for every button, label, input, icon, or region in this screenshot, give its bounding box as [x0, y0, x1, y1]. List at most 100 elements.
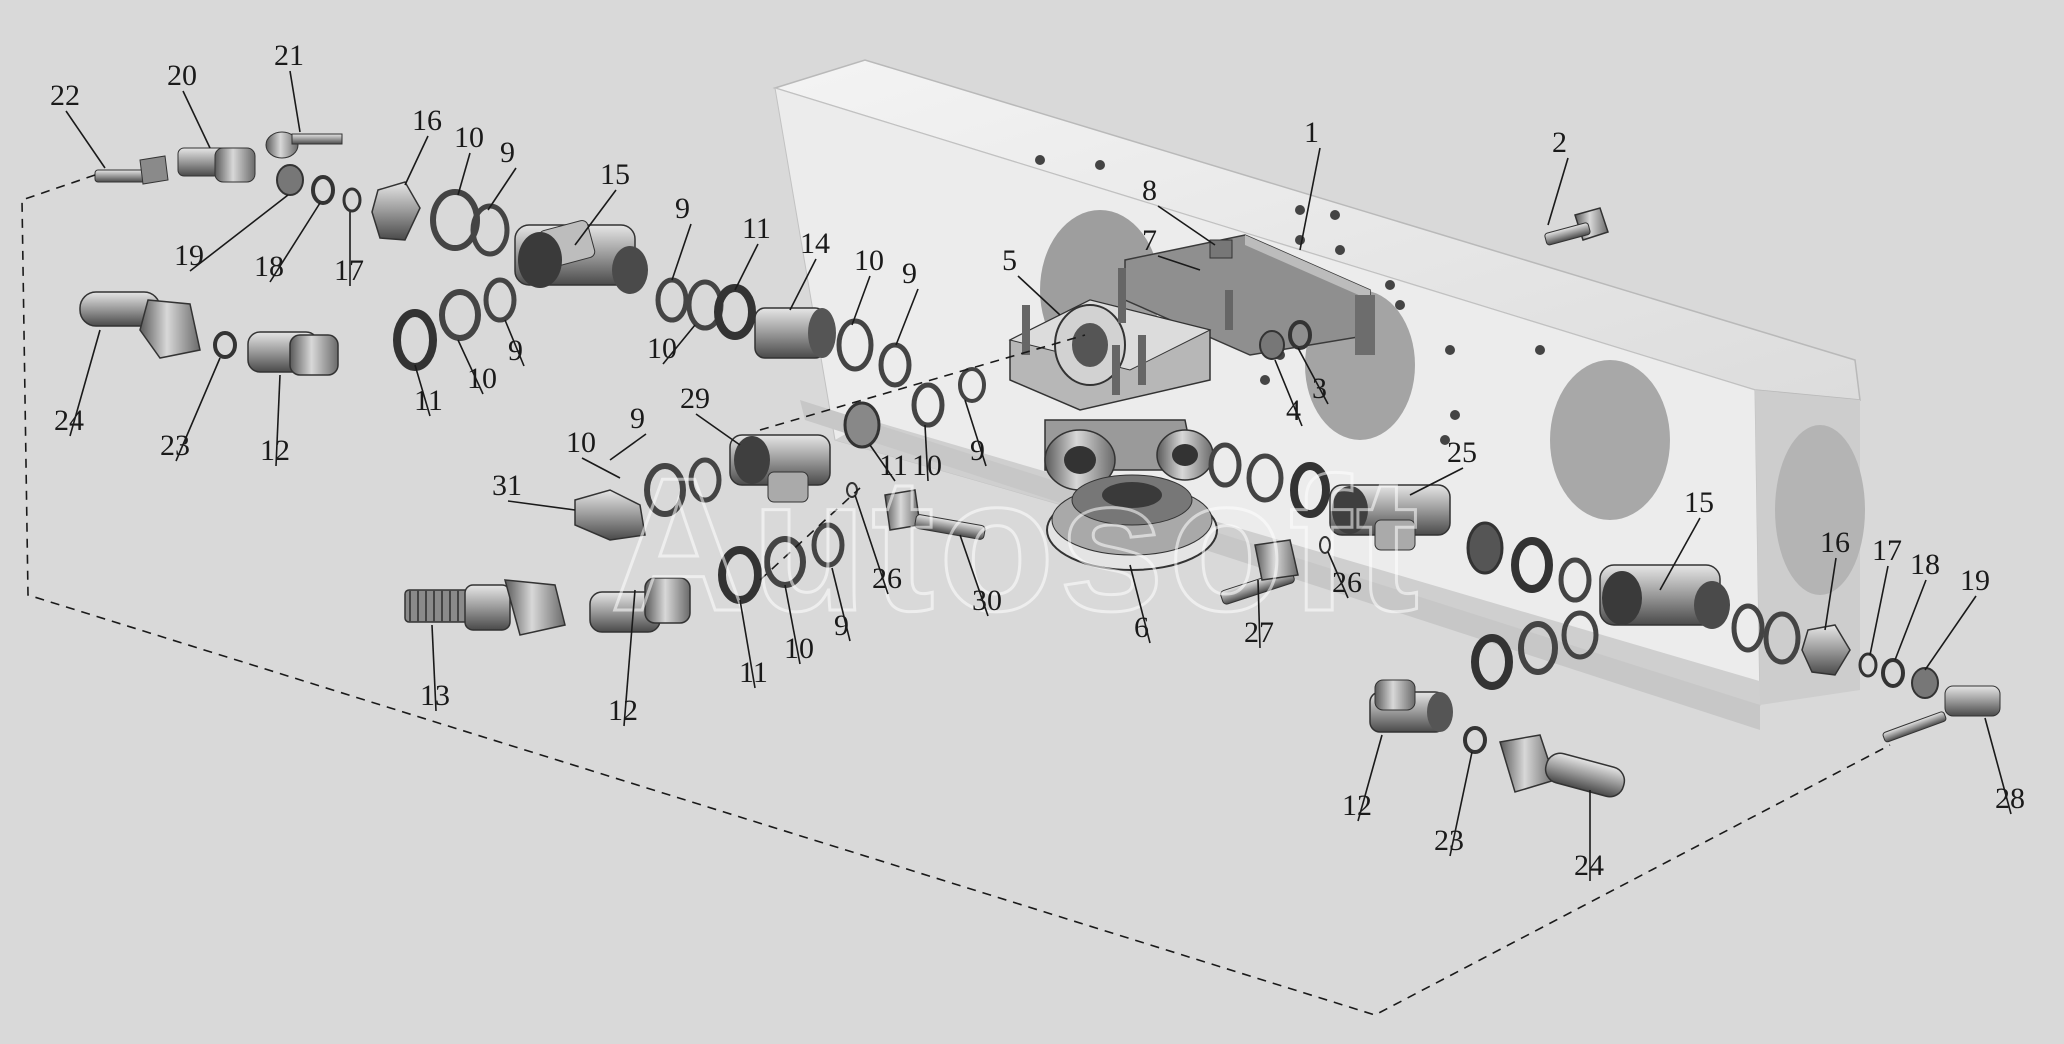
watermark-text: Autosoft — [610, 439, 1423, 651]
leader-line — [1327, 551, 1349, 599]
seal-part-9-b — [655, 277, 689, 323]
callout-11: 11 — [414, 384, 443, 417]
callout-10: 10 — [854, 244, 884, 277]
leader-line — [404, 135, 429, 186]
leader-line — [182, 90, 211, 149]
callout-12: 12 — [260, 434, 290, 467]
leader-line — [895, 288, 919, 346]
leader-line — [671, 223, 692, 281]
ring-part-23-left — [213, 331, 237, 359]
nut-part-11-b — [393, 309, 437, 371]
callout-26: 26 — [1332, 566, 1362, 599]
middle-left-fittings — [79, 277, 517, 376]
leader-line — [189, 194, 289, 272]
leader-line — [662, 324, 696, 365]
elbow-part-12-upper — [247, 331, 339, 376]
lower-middle-fittings — [404, 367, 986, 636]
seal-part-9-d — [483, 277, 517, 323]
callout-15: 15 — [600, 158, 630, 191]
callout-9: 9 — [902, 257, 917, 290]
leader-line — [431, 624, 437, 712]
leader-line — [924, 424, 929, 482]
leader-line — [1297, 347, 1329, 405]
seal-part-10-g — [911, 382, 945, 428]
leader-line — [65, 110, 106, 169]
leader-line — [1157, 255, 1201, 271]
leader-line — [175, 357, 221, 462]
frame-hole-4 — [1775, 425, 1865, 595]
washer-part-18-upper — [311, 175, 335, 205]
adapter-part-24-right — [1499, 734, 1626, 798]
leader-line — [784, 584, 801, 665]
callout-6: 6 — [1134, 611, 1149, 644]
tee-part-15-upper — [514, 220, 648, 294]
leader-line — [1659, 517, 1701, 591]
nut-part-11-d — [843, 401, 881, 449]
leader-line — [1869, 565, 1889, 656]
bolt-part-2 — [1544, 207, 1609, 246]
valve-body-part-5 — [1008, 239, 1233, 411]
leader-line — [695, 413, 741, 446]
nut-part-11-a — [714, 284, 756, 340]
leader-line — [1357, 734, 1383, 822]
nipple-part-22 — [94, 155, 169, 185]
leader-line — [734, 243, 759, 291]
leader-line — [739, 599, 756, 689]
callout-10: 10 — [647, 332, 677, 365]
callout-9: 9 — [970, 434, 985, 467]
leader-line — [487, 167, 517, 211]
callout-12: 12 — [1342, 789, 1372, 822]
callout-21: 21 — [274, 39, 304, 72]
callout-7: 7 — [1142, 224, 1157, 257]
leader-line — [275, 374, 281, 467]
callout-13: 13 — [420, 679, 450, 712]
seal-part-9-f — [688, 457, 722, 503]
upper-fittings — [94, 131, 912, 388]
callout-9: 9 — [675, 192, 690, 225]
leader-line — [1274, 359, 1303, 427]
seal-part-9-c — [878, 342, 912, 388]
seal-part-9-e — [811, 522, 845, 568]
ring-part-26-right — [1319, 536, 1331, 554]
elbow-part-12-lower — [589, 577, 691, 633]
elbow-part-12-right — [1369, 679, 1453, 733]
assembly-guides — [21, 174, 1891, 1016]
callout-4: 4 — [1286, 394, 1301, 427]
union-part-14 — [754, 307, 836, 359]
leader-line — [507, 500, 576, 511]
leader-line — [289, 70, 301, 133]
frame-hole-3 — [1550, 360, 1670, 520]
callout-23: 23 — [160, 429, 190, 462]
leader-line — [269, 202, 321, 283]
callout-25: 25 — [1447, 436, 1477, 469]
callout-10: 10 — [566, 426, 596, 459]
leader-line — [1017, 275, 1061, 316]
callout-11: 11 — [879, 449, 908, 482]
callout-5: 5 — [1002, 244, 1017, 277]
leader-line — [851, 275, 871, 326]
leader-line — [609, 433, 647, 461]
callout-17: 17 — [334, 254, 364, 287]
adapter-part-24-left — [79, 291, 201, 359]
ring-part-23-right — [1463, 726, 1487, 754]
callout-14: 14 — [800, 227, 830, 260]
washer-part-18-lower — [1881, 658, 1905, 688]
leader-line — [1824, 557, 1837, 631]
seal-part-9-g — [958, 367, 986, 403]
seal-part-10-c — [836, 318, 874, 372]
callout-15: 15 — [1684, 486, 1714, 519]
ring-part-17-upper — [342, 187, 362, 213]
leader-line — [69, 329, 101, 437]
frame-rail — [772, 59, 1865, 730]
callout-31: 31 — [492, 469, 522, 502]
callout-10: 10 — [467, 362, 497, 395]
bolt-part-30 — [884, 489, 986, 540]
tee-part-29 — [729, 434, 831, 503]
leader-line — [574, 189, 617, 246]
elbow-part-28 — [1882, 685, 2001, 743]
leader-line — [1547, 157, 1569, 226]
callout-9: 9 — [508, 334, 523, 367]
callout-11: 11 — [739, 656, 768, 689]
callout-22: 22 — [50, 79, 80, 112]
